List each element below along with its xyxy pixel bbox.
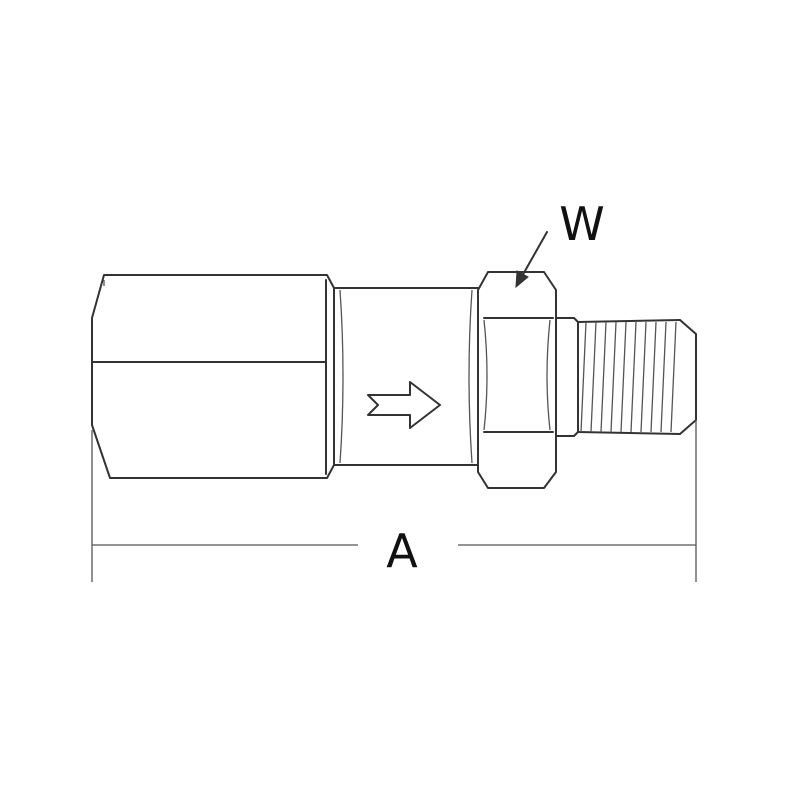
hex-nut	[477, 271, 557, 489]
dimension-a	[91, 420, 697, 582]
valve-barrel	[333, 287, 479, 466]
thread-line	[600, 321, 607, 433]
thread-line	[610, 321, 617, 433]
male-thread-end	[555, 317, 697, 437]
thread-line	[620, 321, 627, 433]
thread-line	[660, 321, 667, 433]
thread-lines	[580, 321, 677, 433]
thread-line	[580, 321, 587, 433]
thread-line	[650, 321, 657, 433]
dimension-a-label: A	[386, 524, 418, 578]
dimension-w-label: W	[559, 197, 604, 251]
thread-line	[590, 321, 597, 433]
thread-line	[670, 321, 677, 433]
female-hex-body	[91, 274, 335, 479]
thread-line	[640, 321, 647, 433]
flow-arrow-icon	[367, 381, 441, 429]
thread-line	[630, 321, 637, 433]
dimension-w-leader	[515, 231, 548, 289]
